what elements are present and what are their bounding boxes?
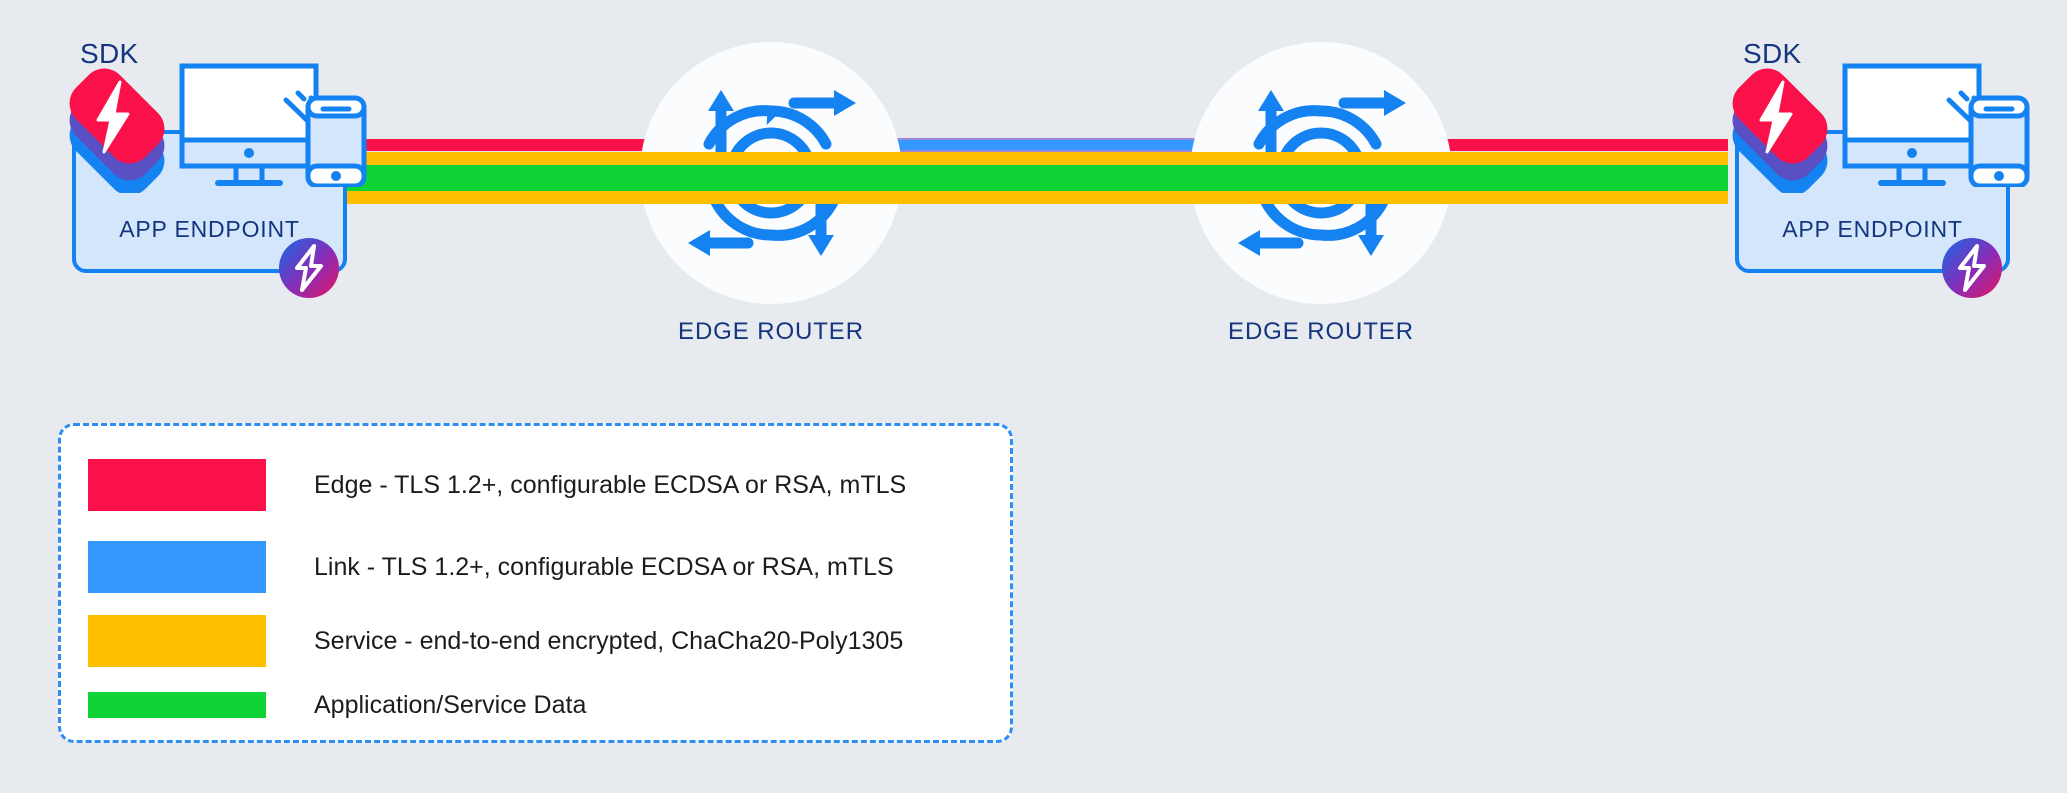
stripe-service-bottom — [341, 191, 1728, 204]
legend-swatch-edge — [88, 459, 266, 511]
legend-label-edge: Edge - TLS 1.2+, configurable ECDSA or R… — [314, 470, 907, 499]
legend-row-link: Link - TLS 1.2+, configurable ECDSA or R… — [88, 538, 990, 596]
lightning-bolt-badge-icon — [278, 237, 340, 299]
app-endpoint-label: APP ENDPOINT — [1782, 216, 1963, 242]
legend-swatch-link — [88, 541, 266, 593]
sdk-label-right: SDK — [1743, 38, 1802, 69]
legend-panel: Edge - TLS 1.2+, configurable ECDSA or R… — [58, 423, 1013, 743]
desktop-and-phone-icon — [1841, 62, 2031, 189]
sdk-stack-icon — [57, 68, 177, 196]
app-endpoint-label: APP ENDPOINT — [119, 216, 300, 242]
legend-swatch-appdata — [88, 692, 266, 718]
legend-label-link: Link - TLS 1.2+, configurable ECDSA or R… — [314, 552, 894, 581]
sdk-stack-icon — [1720, 68, 1840, 196]
sdk-label-left: SDK — [80, 38, 139, 69]
legend-row-appdata: Application/Service Data — [88, 676, 990, 734]
router-label-left: EDGE ROUTER — [678, 318, 864, 345]
router-label-right: EDGE ROUTER — [1228, 318, 1414, 345]
lightning-bolt-badge-icon — [1941, 237, 2003, 299]
edge-router-icon: R — [1226, 78, 1416, 268]
legend-swatch-service — [88, 615, 266, 667]
legend-label-service: Service - end-to-end encrypted, ChaCha20… — [314, 626, 904, 655]
stripe-link-top — [770, 138, 1322, 152]
legend-row-service: Service - end-to-end encrypted, ChaCha20… — [88, 612, 990, 670]
stripe-service-top — [341, 152, 1728, 165]
stripe-application-data — [341, 165, 1728, 191]
desktop-and-phone-icon — [178, 62, 368, 189]
legend-row-edge: Edge - TLS 1.2+, configurable ECDSA or R… — [88, 456, 990, 514]
legend-label-appdata: Application/Service Data — [314, 690, 587, 719]
